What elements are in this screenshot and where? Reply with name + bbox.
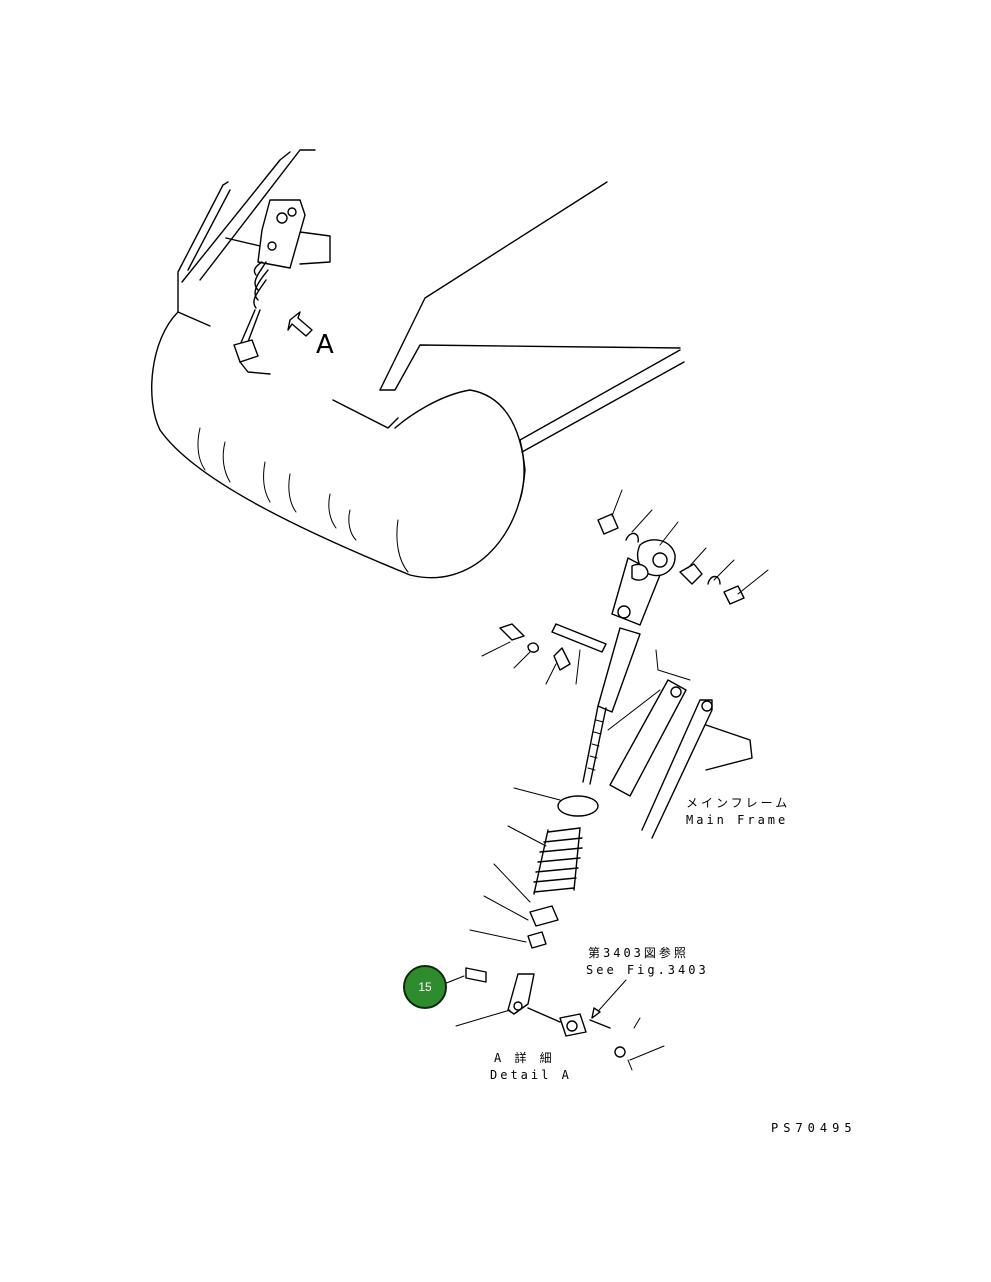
detail-label-jp: A 詳 細 [494, 1051, 555, 1065]
figure-code: PS70495 [771, 1121, 857, 1135]
main-frame-label-jp: メインフレーム [686, 796, 791, 810]
detail-label-en: Detail A [490, 1068, 572, 1082]
roller-drum-assembly [151, 149, 685, 579]
part-callout-badge[interactable]: 15 [403, 965, 447, 1009]
exploded-linkage-assembly [465, 513, 753, 1071]
figure-reference-jp: 第3403図参照 [588, 946, 689, 960]
figure-reference-en: See Fig.3403 [586, 963, 709, 977]
part-callout-number: 15 [418, 980, 432, 994]
view-arrow-label: A [316, 330, 334, 360]
main-frame-label-en: Main Frame [686, 813, 789, 827]
leader-lines [443, 489, 769, 1061]
